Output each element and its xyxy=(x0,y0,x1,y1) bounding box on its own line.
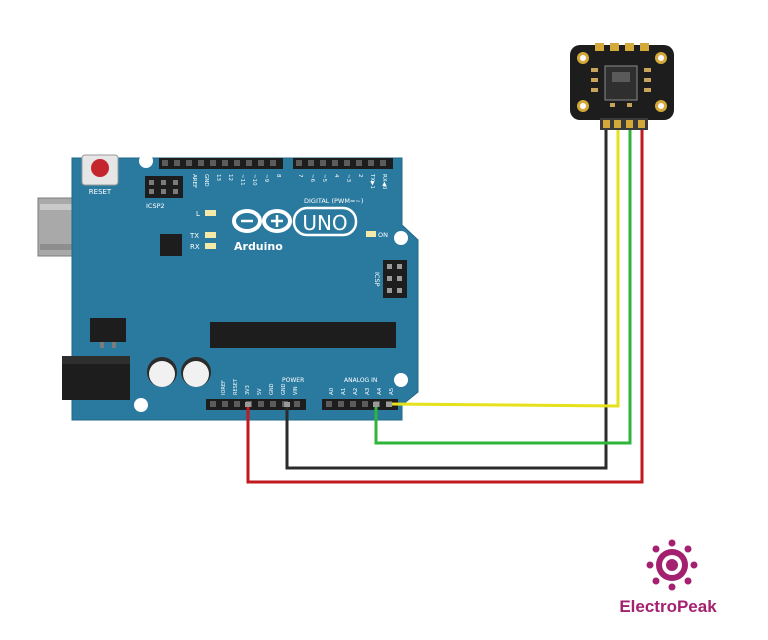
led-tx-label: TX xyxy=(189,232,199,240)
sensor-chip xyxy=(604,65,638,101)
top-pin-labels: AREF GND 13 12 ~11 ~10 ~9 8 7 ~6 ~5 4 ~3… xyxy=(191,173,387,190)
pin-label: A1 xyxy=(341,388,347,395)
mount-hole xyxy=(134,398,148,412)
pin-label: 7 xyxy=(297,174,303,178)
pin-label: VIN xyxy=(293,386,299,395)
pin-label: ~6 xyxy=(309,174,315,183)
pin-label: 13 xyxy=(215,174,221,181)
led-tx xyxy=(205,232,216,238)
capacitor xyxy=(181,357,211,387)
digital-header-left xyxy=(159,158,283,169)
power-pin-labels: IOREF RESET 3V3 5V GND GND VIN xyxy=(221,378,299,395)
pin-label: 4 xyxy=(333,174,339,178)
mount-hole xyxy=(658,55,664,61)
wire-yellow-sda xyxy=(388,130,620,408)
led-rx-label: RX xyxy=(190,243,200,251)
digital-label: DIGITAL (PWM=~) xyxy=(304,197,363,205)
wire-green-scl xyxy=(374,130,632,445)
wire-black-gnd xyxy=(285,130,608,470)
pin-label: 2 xyxy=(357,174,363,178)
icsp-label: ICSP xyxy=(373,272,381,287)
pin-label: AREF xyxy=(191,174,197,188)
pin-label: ~3 xyxy=(345,174,351,183)
electropeak-logo: ElectroPeak xyxy=(619,539,717,616)
icsp2-header xyxy=(145,176,183,198)
usb-chip xyxy=(160,234,182,256)
mount-hole xyxy=(394,231,408,245)
digital-header-right xyxy=(293,158,393,169)
wire-tips xyxy=(245,402,392,407)
pin-label: 12 xyxy=(227,174,233,181)
icsp-header xyxy=(383,260,407,298)
pin-label: ~11 xyxy=(239,174,245,186)
pin-label: RX◀0 xyxy=(381,174,387,190)
led-on xyxy=(366,231,376,237)
pin-label: ~10 xyxy=(251,174,257,186)
sensor-header xyxy=(600,118,648,130)
wire-red-vcc xyxy=(246,130,644,484)
uno-label: UNO xyxy=(302,211,347,235)
minus-plus-icon xyxy=(241,215,283,227)
pin-label: A0 xyxy=(329,387,335,395)
mount-hole xyxy=(139,154,153,168)
pin-label: 5V xyxy=(257,388,263,395)
pin-label: TX▶1 xyxy=(369,173,375,189)
arduino-uno-board: RESET ICSP2 xyxy=(37,154,419,421)
pin-label: 8 xyxy=(275,174,281,178)
mount-hole xyxy=(580,103,586,109)
pin-label: ~5 xyxy=(321,174,327,183)
icsp2-label: ICSP2 xyxy=(146,202,165,210)
pin-label: GND xyxy=(269,383,275,395)
wires xyxy=(246,130,644,484)
sensor-module xyxy=(570,43,674,130)
board-pcb xyxy=(71,157,419,421)
pin-label: RESET xyxy=(233,378,239,395)
pin-label: A5 xyxy=(389,387,395,395)
arduino-infinity-logo xyxy=(232,209,292,233)
pin-label: A2 xyxy=(353,388,359,395)
arduino-name: Arduino xyxy=(234,240,283,253)
pin-label: A4 xyxy=(377,387,383,395)
power-header xyxy=(206,399,306,410)
pin-label: A3 xyxy=(365,387,371,395)
reset-button-cap xyxy=(91,159,109,177)
on-label: ON xyxy=(378,231,388,239)
analog-label: ANALOG IN xyxy=(344,377,377,384)
pin-label: GND xyxy=(203,174,209,187)
pin-label: ~9 xyxy=(263,174,269,183)
atmega-chip xyxy=(210,322,396,348)
led-rx xyxy=(205,243,216,249)
power-label: POWER xyxy=(282,377,304,384)
reset-label: RESET xyxy=(89,188,112,196)
voltage-regulator xyxy=(90,318,126,342)
pin-label: 3V3 xyxy=(245,385,251,395)
pin-label: IOREF xyxy=(221,380,227,395)
mount-hole xyxy=(394,373,408,387)
uno-badge xyxy=(292,206,358,237)
analog-pin-labels: A0 A1 A2 A3 A4 A5 xyxy=(329,387,395,395)
mount-hole xyxy=(580,55,586,61)
pin-label: GND xyxy=(281,383,287,395)
led-l-label: L xyxy=(196,210,200,218)
led-l xyxy=(205,210,216,216)
capacitor xyxy=(147,357,177,387)
mount-hole xyxy=(658,103,664,109)
brand-name: ElectroPeak xyxy=(619,597,717,616)
